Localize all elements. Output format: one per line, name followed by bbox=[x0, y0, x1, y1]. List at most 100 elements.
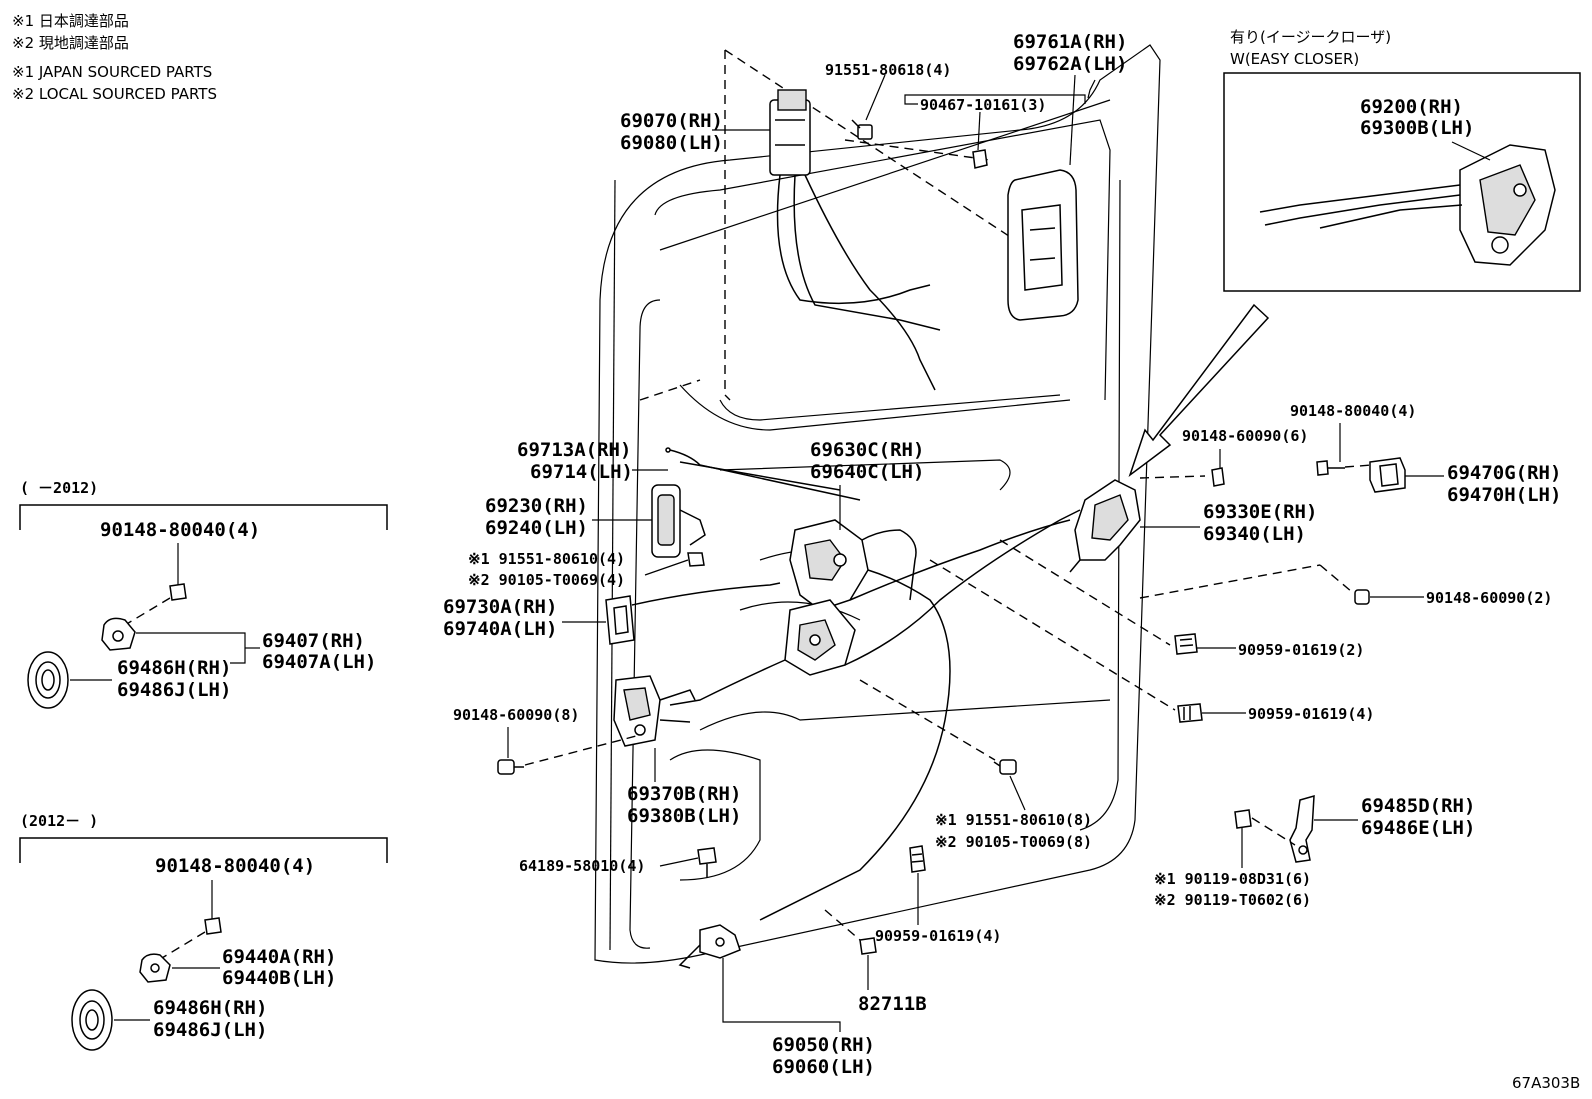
leader-line bbox=[659, 857, 699, 867]
label-90148-60090-6: 90148-60090(6) bbox=[1182, 427, 1308, 445]
note-jp-local-sourced: ※2 現地調達部品 bbox=[12, 34, 129, 52]
bolt-icon bbox=[497, 759, 524, 775]
label-69740a-lh: 69740A(LH) bbox=[443, 618, 557, 640]
label-69380b-lh: 69380B(LH) bbox=[627, 805, 741, 827]
label-69714-lh: 69714(LH) bbox=[530, 461, 633, 483]
label-69230-rh: 69230(RH) bbox=[485, 495, 588, 517]
inset-part-rh: 69200(RH) bbox=[1360, 96, 1463, 118]
door-outline bbox=[594, 44, 1161, 964]
label-90467-10161: 90467-10161(3) bbox=[920, 96, 1046, 114]
group-post2012-range: (2012－ ) bbox=[20, 812, 98, 830]
inside-handle-icon bbox=[651, 484, 706, 558]
dashed-guide bbox=[724, 50, 731, 401]
dashed-guide bbox=[639, 379, 701, 401]
label-90119-08d31: ※1 90119-08D31(6) bbox=[1154, 870, 1311, 888]
group-pre2012-bracket bbox=[19, 504, 388, 530]
label-assy-pre2012-lh: 69407A(LH) bbox=[262, 651, 376, 673]
label-90959-01619-2: 90959-01619(2) bbox=[1238, 641, 1364, 659]
dashed-guide bbox=[999, 539, 1171, 646]
dashed-guide bbox=[1139, 564, 1321, 599]
label-69713a-rh: 69713A(RH) bbox=[517, 439, 631, 461]
label-90148-60090-2: 90148-60090(2) bbox=[1426, 589, 1552, 607]
dashed-guide bbox=[1139, 475, 1206, 479]
label-cover-post2012-rh: 69486H(RH) bbox=[153, 997, 267, 1019]
callout-arrow-icon bbox=[1128, 303, 1270, 478]
bolt-icon bbox=[993, 759, 1017, 775]
dashed-guide bbox=[1319, 564, 1353, 593]
bolt-icon bbox=[687, 552, 705, 567]
label-69340-lh: 69340(LH) bbox=[1203, 523, 1306, 545]
stopper-cover-icon bbox=[27, 651, 69, 709]
label-69240-lh: 69240(LH) bbox=[485, 517, 588, 539]
inset-title-en: W(EASY CLOSER) bbox=[1230, 50, 1359, 68]
label-64189-58010: 64189-58010(4) bbox=[519, 857, 645, 875]
label-69470h-lh: 69470H(LH) bbox=[1447, 484, 1561, 506]
bolt-icon bbox=[697, 847, 717, 878]
label-69485d-rh: 69485D(RH) bbox=[1361, 795, 1475, 817]
label-91551-80618: 91551-80618(4) bbox=[825, 61, 951, 79]
label-69762a-lh: 69762A(LH) bbox=[1013, 53, 1127, 75]
label-cover-post2012-lh: 69486J(LH) bbox=[153, 1019, 267, 1041]
inner-handle-icon bbox=[1007, 169, 1079, 321]
label-assy-post2012-lh: 69440B(LH) bbox=[222, 967, 336, 989]
label-69470g-rh: 69470G(RH) bbox=[1447, 462, 1561, 484]
door-lock-assembly-icon bbox=[669, 509, 1081, 921]
label-cover-pre2012-rh: 69486H(RH) bbox=[117, 657, 231, 679]
clip-icon bbox=[859, 937, 877, 955]
label-assy-post2012-rh: 69440A(RH) bbox=[222, 946, 336, 968]
leader-bracket bbox=[722, 958, 841, 1032]
inset-part-lh: 69300B(LH) bbox=[1360, 117, 1474, 139]
label-90105-t0069-a: ※2 90105-T0069(4) bbox=[468, 571, 625, 589]
dashed-guide bbox=[724, 49, 1016, 241]
label-90119-t0602: ※2 90119-T0602(6) bbox=[1154, 891, 1311, 909]
bolt-icon bbox=[1234, 809, 1252, 829]
inset-title-jp: 有り(イージークローザ) bbox=[1230, 28, 1391, 46]
label-69761a-rh: 69761A(RH) bbox=[1013, 31, 1127, 53]
label-69060-lh: 69060(LH) bbox=[772, 1056, 875, 1078]
group-post2012-bracket bbox=[19, 837, 388, 863]
door-stopper-icon bbox=[139, 953, 171, 983]
dashed-guide bbox=[161, 931, 206, 959]
bolt-icon bbox=[1316, 460, 1345, 476]
note-en-japan-sourced: ※1 JAPAN SOURCED PARTS bbox=[12, 63, 212, 81]
rear-lock-icon bbox=[1069, 479, 1141, 573]
clip-icon bbox=[909, 845, 926, 873]
dashed-guide bbox=[124, 597, 171, 626]
label-90148-80040-4: 90148-80040(4) bbox=[1290, 402, 1416, 420]
clip-icon bbox=[972, 149, 988, 169]
dashed-guide bbox=[524, 734, 641, 766]
clip-icon bbox=[1174, 633, 1198, 655]
label-bolt-post2012: 90148-80040(4) bbox=[155, 855, 315, 877]
label-69070-rh: 69070(RH) bbox=[620, 110, 723, 132]
leader-line bbox=[977, 111, 981, 151]
label-90148-60090-8: 90148-60090(8) bbox=[453, 706, 579, 724]
dashed-guide bbox=[1344, 464, 1373, 468]
leader-bracket bbox=[904, 94, 1086, 105]
leader-line bbox=[1087, 79, 1096, 99]
leader-line bbox=[644, 559, 689, 576]
label-91551-80610-a: ※1 91551-80610(4) bbox=[468, 550, 625, 568]
label-90959-01619-4b: 90959-01619(4) bbox=[875, 927, 1001, 945]
note-en-local-sourced: ※2 LOCAL SOURCED PARTS bbox=[12, 85, 217, 103]
stopper-cover-icon bbox=[71, 989, 113, 1051]
group-pre2012-range: ( －2012) bbox=[20, 479, 98, 497]
label-assy-pre2012-rh: 69407(RH) bbox=[262, 630, 365, 652]
leader-line bbox=[1009, 775, 1026, 811]
label-69050-rh: 69050(RH) bbox=[772, 1034, 875, 1056]
clip-icon bbox=[1177, 703, 1203, 723]
label-bolt-pre2012: 90148-80040(4) bbox=[100, 519, 260, 541]
bolt-icon bbox=[204, 917, 222, 935]
label-69370b-rh: 69370B(RH) bbox=[627, 783, 741, 805]
dashed-guide bbox=[859, 679, 996, 761]
label-90959-01619-4a: 90959-01619(4) bbox=[1248, 705, 1374, 723]
dashed-guide bbox=[844, 139, 991, 161]
link-rod bbox=[679, 461, 841, 491]
bolt-icon bbox=[851, 119, 873, 140]
label-82711b: 82711B bbox=[858, 993, 927, 1015]
leader-line bbox=[865, 74, 886, 121]
label-69630c-rh: 69630C(RH) bbox=[810, 439, 924, 461]
dashed-guide bbox=[824, 909, 861, 941]
lock-knob-icon bbox=[605, 582, 781, 645]
dashed-guide bbox=[929, 559, 1176, 711]
